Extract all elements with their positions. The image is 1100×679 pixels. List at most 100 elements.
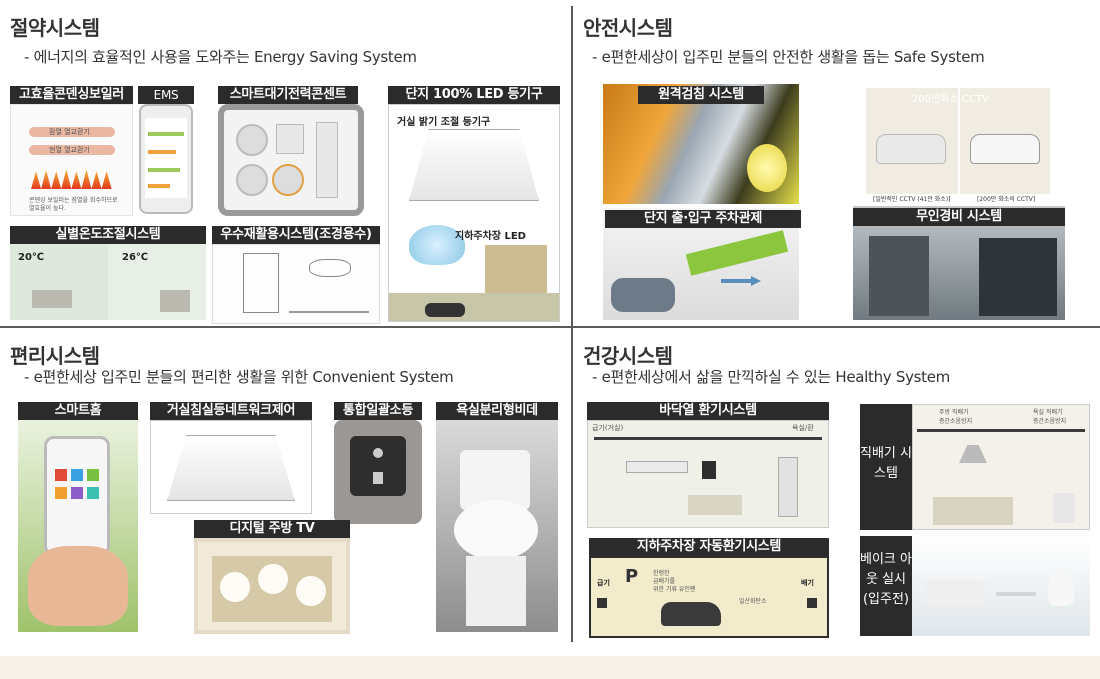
parking-vent-label: 지하주차장 자동환기시스템 — [589, 538, 829, 556]
tv-screen — [212, 556, 332, 622]
parking-note: 한랭한 — [653, 570, 670, 577]
horizontal-divider — [0, 326, 1100, 328]
vent-unit-icon — [626, 461, 688, 473]
ceiling-light-icon — [167, 435, 295, 501]
app-icon — [87, 469, 99, 481]
convenience-title: 편리시스템 — [10, 344, 100, 368]
dish-icon — [258, 564, 288, 594]
hand-icon — [28, 546, 128, 626]
floor-vent-label: 바닥열 환기시스템 — [587, 402, 829, 420]
usage-bar — [148, 150, 176, 154]
phone-screen — [145, 118, 187, 198]
floor-vent-image: 급기(거실) 욕실/환 — [587, 420, 829, 528]
bulb-icon — [409, 225, 465, 265]
cctv-split — [958, 88, 960, 194]
guard-label: 무인경비 시스템 — [853, 208, 1065, 226]
alloff-label: 통합일괄소등 — [334, 402, 422, 420]
convenience-subtitle: - e편한세상 입주민 분들의 편리한 생활을 위한 Convenient Sy… — [24, 368, 454, 386]
boiler-note: 열효율이 높다. — [29, 205, 66, 212]
ems-phone — [139, 104, 193, 214]
parking-co-text: 일산화탄소 — [739, 598, 767, 605]
duct-line — [917, 429, 1085, 432]
outlet-image — [218, 104, 364, 216]
fan-icon — [807, 598, 817, 608]
usage-bar — [148, 132, 184, 136]
button-pad-icon — [276, 124, 304, 154]
dish-icon — [296, 576, 326, 606]
pipe-line — [289, 311, 369, 313]
parking-note: 위한 기류 유인팬 — [653, 586, 696, 593]
heat-exchanger-bar — [29, 145, 115, 155]
health-title: 건강시스템 — [583, 344, 673, 368]
boiler-image: 잠열 열교환기 현열 열교환기 콘덴싱 보일러는 잠열을 회수하므로 열효율이 … — [10, 104, 133, 216]
lock-icon — [373, 472, 383, 484]
led-image: 거실 밝기 조절 등기구 지하주차장 LED — [388, 104, 560, 322]
cctv-left-caption: [일반적인 CCTV (41만 화소)] — [873, 196, 951, 203]
building-icon — [485, 245, 547, 295]
safety-subtitle: - e편한세상이 입주민 분들의 안전한 생활을 돕는 Safe System — [592, 48, 985, 66]
toilet-icon — [1053, 493, 1075, 523]
toilet-seat-icon — [454, 500, 538, 560]
barrier-icon — [685, 230, 789, 276]
energy-title: 절약시스템 — [10, 16, 100, 40]
cloud-icon — [309, 259, 351, 277]
exhaust-right-text: 욕실 직배기 층간소음방지 — [1033, 409, 1067, 425]
cctv-title: 200만화소 CCTV — [912, 94, 989, 105]
table-icon — [996, 592, 1036, 596]
temp-right: 26℃ — [122, 252, 149, 263]
parking-supply-text: 급기 — [597, 579, 610, 587]
parking-exhaust-text: 배기 — [801, 579, 814, 587]
led-label: 단지 100% LED 등기구 — [388, 86, 560, 104]
smarthome-label: 스마트홈 — [18, 402, 138, 420]
car-icon — [425, 303, 465, 317]
power-icon — [373, 448, 383, 458]
rain-label: 우수재활용시스템(조경용수) — [212, 226, 380, 244]
parking-note: 급배기를 — [653, 578, 676, 585]
exhaust-label: 직배기 시스템 — [860, 404, 912, 530]
app-icon — [55, 487, 67, 499]
meter-image — [603, 84, 799, 204]
switch-panel — [350, 436, 406, 496]
heat-exchanger-bar — [29, 127, 115, 137]
ems-label: EMS — [138, 86, 194, 104]
switch-icon — [316, 122, 338, 198]
app-icon — [71, 487, 83, 499]
car-icon — [970, 134, 1040, 164]
temp-label: 실별온도조절시스템 — [10, 226, 206, 244]
alloff-image — [334, 420, 422, 524]
sofa-icon — [924, 580, 986, 606]
outlet-label: 스마트대기전력콘센트 — [218, 86, 358, 104]
building-icon — [243, 253, 279, 313]
phone-icon — [44, 436, 110, 556]
entrance-door — [979, 238, 1057, 316]
energy-subtitle: - 에너지의 효율적인 사용을 도와주는 Energy Saving Syste… — [24, 48, 417, 66]
ceiling-light-icon — [409, 129, 539, 201]
fan-icon — [597, 598, 607, 608]
app-icon — [87, 487, 99, 499]
bidet-label: 욕실분리형비데 — [436, 402, 558, 420]
latent-exchanger-text: 잠열 열교환기 — [49, 128, 90, 136]
duct-line — [594, 437, 822, 440]
app-icon — [71, 469, 83, 481]
rain-image — [212, 244, 380, 324]
socket-icon — [236, 124, 268, 156]
sofa-icon — [688, 495, 742, 515]
parking-vent-image: 급기 배기 P 한랭한 급배기를 위한 기류 유인팬 일산화탄소 — [589, 556, 829, 638]
bakeout-image — [912, 536, 1090, 636]
temp-image: 20℃ 26℃ — [10, 244, 206, 320]
range-hood-icon — [959, 445, 987, 463]
socket-icon — [272, 164, 304, 196]
floor-vent-right: 욕실/환 — [792, 424, 814, 432]
vertical-divider — [571, 6, 573, 642]
bidet-image — [436, 420, 558, 632]
app-icon — [55, 469, 67, 481]
arrow-icon — [721, 276, 761, 286]
parking-floor — [389, 293, 559, 321]
boiler-label: 고효율콘덴싱보일러 — [10, 86, 133, 104]
building-facade — [869, 236, 929, 316]
smarthome-image — [18, 420, 138, 632]
sofa-icon — [32, 290, 72, 308]
led-caption: 거실 밝기 조절 등기구 — [397, 117, 491, 128]
kitchen-counter — [933, 497, 1013, 525]
exhaust-image: 주방 직배기 층간소음방지 욕실 직배기 층간소음방지 — [912, 404, 1090, 530]
